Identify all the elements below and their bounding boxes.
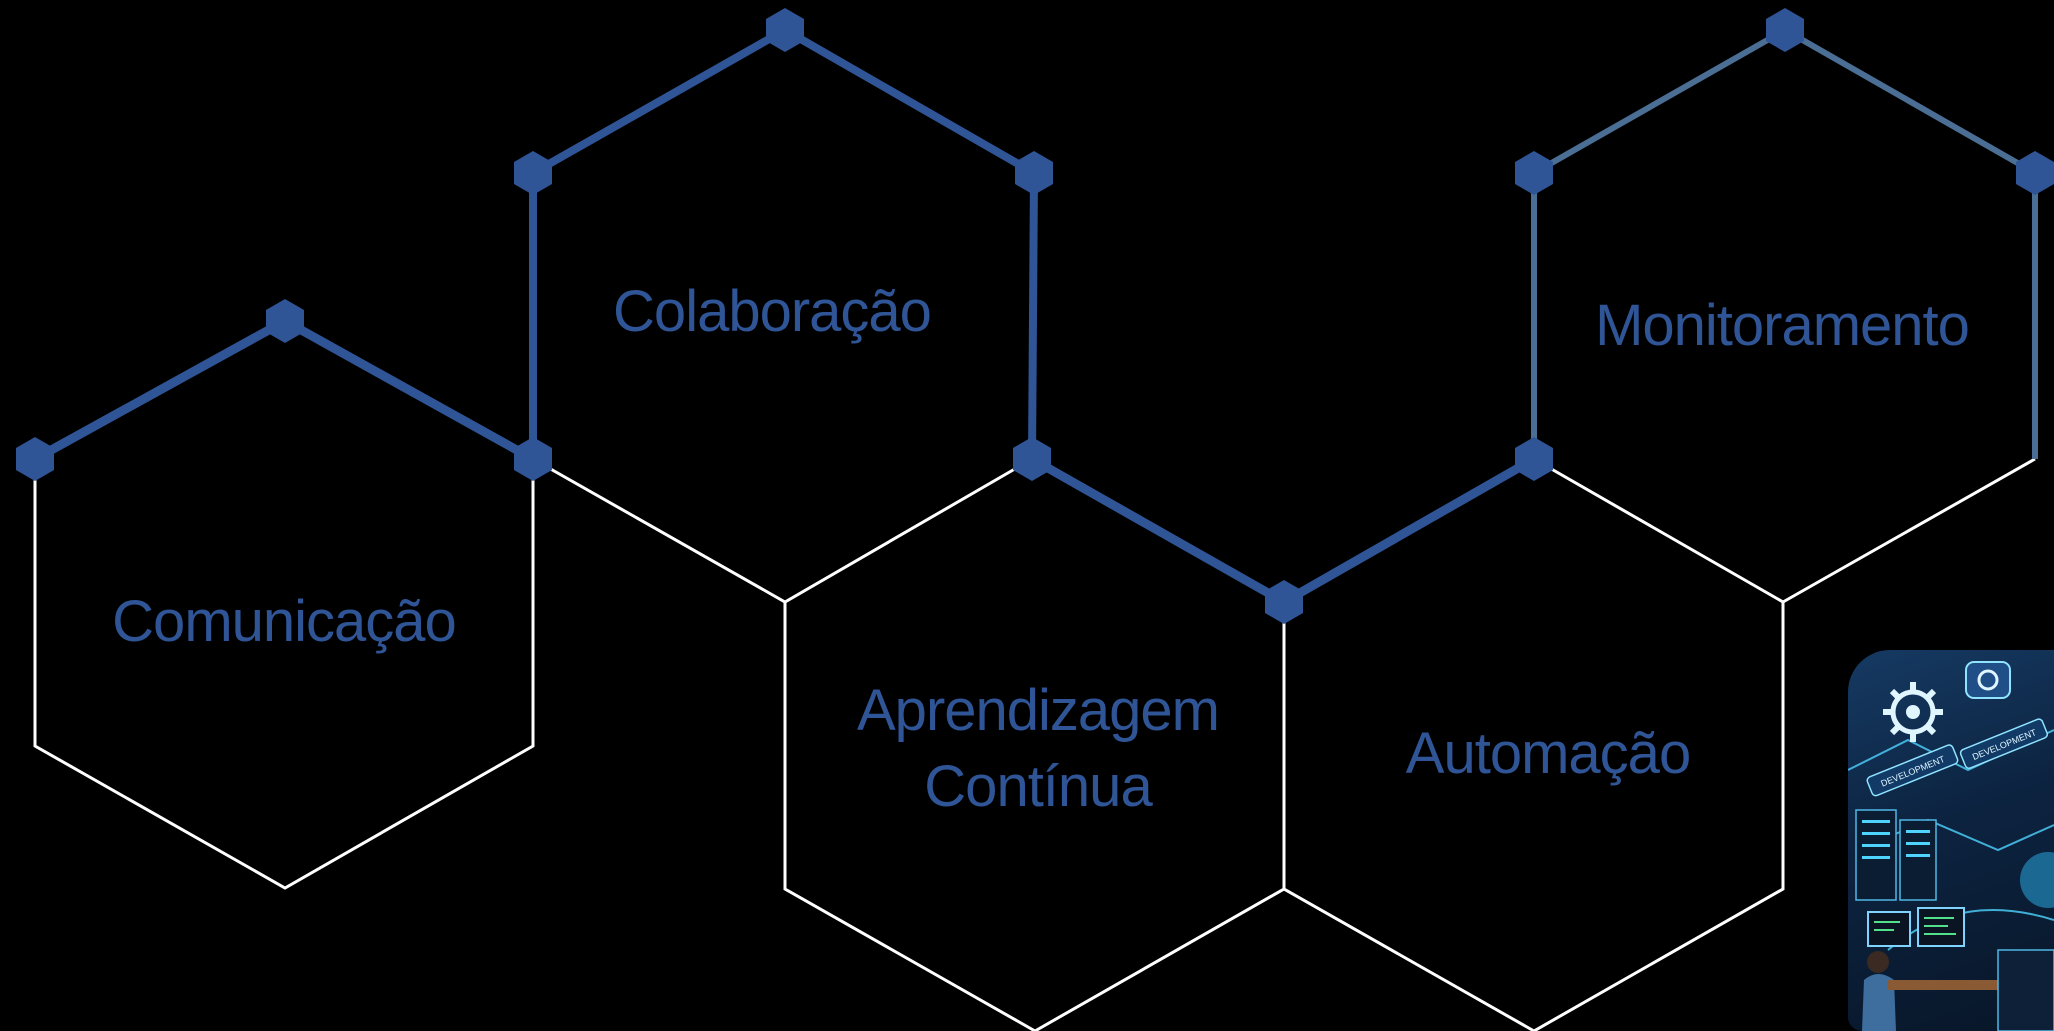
vertex-node	[1515, 151, 1553, 195]
developer-figure	[1862, 949, 2054, 1031]
hexagon-edge-accent	[1531, 26, 2038, 459]
hexagon-automacao: Automação	[1281, 455, 1785, 1031]
hexagon-label-aprendizagem: Aprendizagem	[857, 678, 1219, 743]
vertex-node	[514, 151, 552, 195]
hexagon-edge-accent	[529, 25, 1039, 460]
hexagon-monitoramento: Monitoramento	[1531, 26, 2038, 604]
vertex-node	[514, 437, 552, 481]
monitor-icon	[1867, 907, 1965, 947]
hexagon-label-comunicacao: Comunicação	[112, 589, 456, 654]
hexagon-label-continua: Contínua	[924, 754, 1153, 819]
hexagon-edge-accent	[1281, 455, 1537, 606]
hexagon-outline-white	[1282, 457, 1785, 1031]
vertex-nodes	[16, 8, 2054, 624]
gear-icon	[1883, 682, 1943, 742]
vertex-node	[1515, 437, 1553, 481]
hexagon-colaboracao: Colaboração	[529, 25, 1039, 604]
cloud-icon	[1965, 661, 2011, 699]
hexagon-outline-white	[33, 459, 535, 890]
hexagon-outline-white	[532, 457, 1033, 604]
vertex-node	[2016, 151, 2054, 195]
hexagon-aprendizagem-continua: Aprendizagem Contínua	[783, 455, 1287, 1031]
vertex-node	[1015, 151, 1053, 195]
hexagon-label-monitoramento: Monitoramento	[1595, 293, 1969, 358]
server-rack-icon	[1855, 809, 1937, 901]
vertex-node	[1265, 580, 1303, 624]
vertex-node	[1013, 437, 1051, 481]
devops-workspace-illustration: DEVELOPMENT DEVELOPMENT	[1848, 650, 2054, 1031]
vertex-node	[16, 437, 54, 481]
vertex-node	[766, 8, 804, 52]
hexagon-edge-accent	[1029, 455, 1287, 606]
vertex-node	[1766, 8, 1804, 52]
hexagon-outline-white	[1782, 457, 2036, 604]
hexagon-label-colaboracao: Colaboração	[613, 279, 931, 344]
hexagon-label-automacao: Automação	[1406, 721, 1690, 786]
hexagon-comunicacao: Comunicação	[32, 315, 536, 890]
vertex-node	[266, 299, 304, 343]
